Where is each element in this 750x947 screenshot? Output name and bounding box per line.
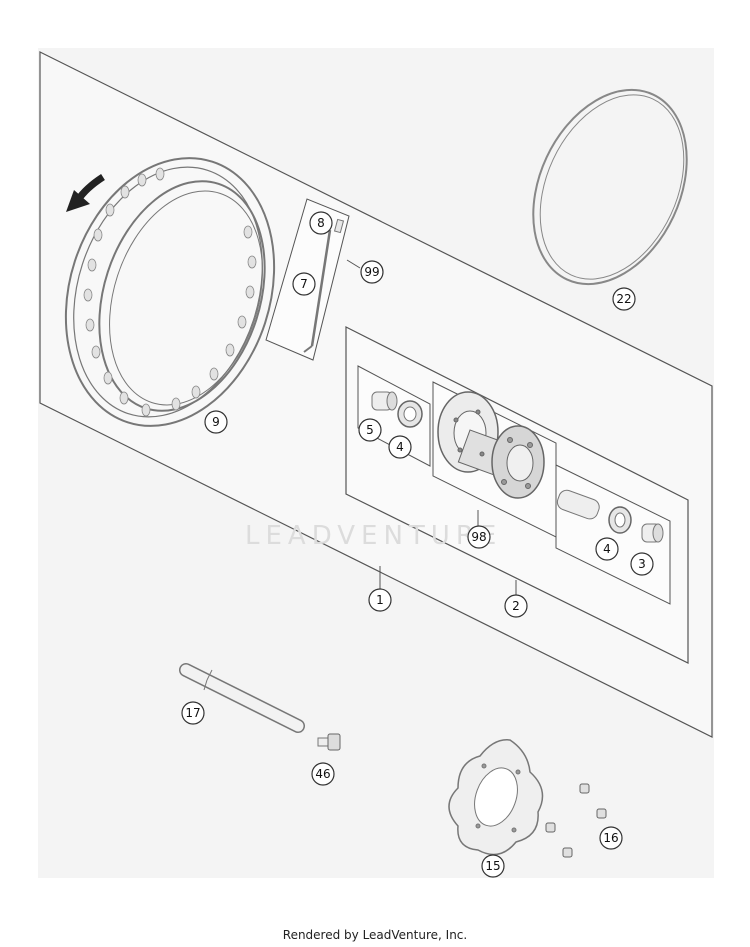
callout-circle [630, 552, 654, 576]
callout-3: 3 [630, 552, 654, 576]
callout-circle [481, 854, 505, 878]
callout-9: 9 [204, 410, 228, 434]
left-spacer [371, 391, 398, 411]
callout-circle [595, 537, 619, 561]
callout-circle [204, 410, 228, 434]
callout-label: 2 [512, 599, 520, 613]
right-collar [641, 523, 664, 543]
callout-1: 1 [368, 588, 392, 612]
callout-7: 7 [292, 272, 316, 296]
callout-5: 5 [358, 418, 382, 442]
callout-circle [599, 826, 623, 850]
leader-lines [346, 259, 517, 596]
callout-label: 98 [471, 530, 486, 544]
right-spacer [556, 489, 600, 520]
watermark: LEADVENTURE [245, 521, 502, 551]
footer-credit: Rendered by LeadVenture, Inc. [282, 928, 468, 942]
callout-label: 16 [603, 831, 618, 845]
callout-label: 8 [317, 216, 325, 230]
disc-bolts [545, 783, 607, 858]
callout-circle [368, 588, 392, 612]
callout-label: 22 [616, 292, 631, 306]
hub [437, 391, 545, 499]
callout-15: 15 [481, 854, 505, 878]
callout-4: 4 [388, 435, 412, 459]
callout-22: 22 [612, 287, 636, 311]
callout-4: 4 [595, 537, 619, 561]
callout-label: 5 [366, 423, 374, 437]
rim-tape [532, 88, 688, 286]
callout-circle [504, 594, 528, 618]
left-bearing [397, 400, 423, 428]
callout-circle [309, 211, 333, 235]
brake-disc [448, 739, 544, 856]
callout-circle [181, 701, 205, 725]
callout-circle [358, 418, 382, 442]
rim-spoke-holes [83, 167, 257, 417]
watermark-text: LEADVENTURE [245, 521, 502, 551]
callout-circle [292, 272, 316, 296]
callout-label: 4 [396, 440, 404, 454]
callout-label: 17 [185, 706, 200, 720]
callout-98: 98 [467, 525, 491, 549]
callout-8: 8 [309, 211, 333, 235]
callout-circle [467, 525, 491, 549]
right-bearing [608, 506, 632, 534]
callout-circle [311, 762, 335, 786]
callout-label: 3 [638, 557, 646, 571]
callout-label: 15 [485, 859, 500, 873]
callout-16: 16 [599, 826, 623, 850]
callout-label: 99 [364, 265, 379, 279]
callout-circle [612, 287, 636, 311]
callout-circle [388, 435, 412, 459]
callout-label: 9 [212, 415, 220, 429]
axle [179, 663, 305, 733]
spoke [303, 229, 332, 353]
axle-bolt [317, 733, 341, 751]
callout-label: 4 [603, 542, 611, 556]
callout-circle [360, 260, 384, 284]
rotation-direction-arrow-icon [66, 174, 105, 212]
callout-99: 99 [360, 260, 384, 284]
callout-label: 46 [315, 767, 330, 781]
spoke-nipple [333, 218, 345, 234]
left-bearing-box [357, 365, 431, 467]
callout-2: 2 [504, 594, 528, 618]
callout-label: 7 [300, 277, 308, 291]
callout-label: 1 [376, 593, 384, 607]
callout-17: 17 [181, 701, 205, 725]
callout-46: 46 [311, 762, 335, 786]
